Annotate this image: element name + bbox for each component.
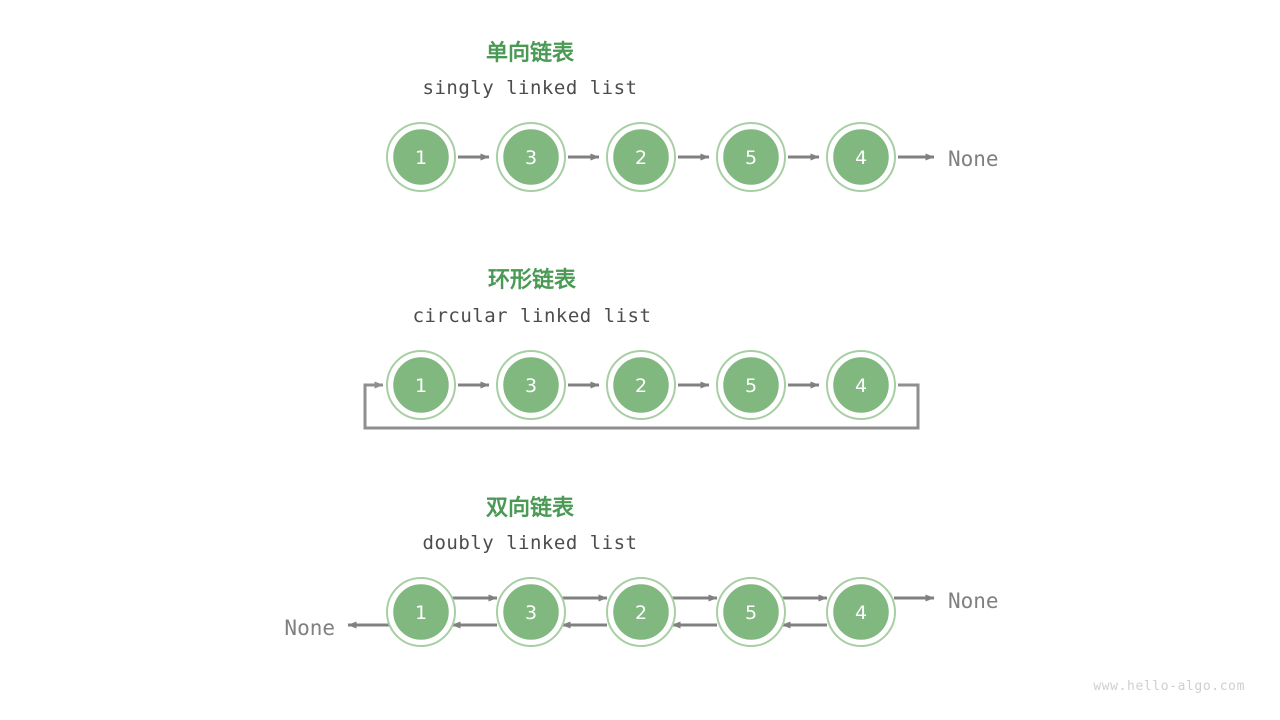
node-doubly-1[interactable]: 3 bbox=[496, 577, 566, 647]
section-title-cn-singly: 单向链表 bbox=[486, 40, 575, 66]
node-value: 5 bbox=[745, 147, 757, 169]
node-circular-2[interactable]: 2 bbox=[606, 350, 676, 420]
section-title-cn-doubly: 双向链表 bbox=[486, 495, 575, 521]
node-doubly-0[interactable]: 1 bbox=[386, 577, 456, 647]
node-value: 4 bbox=[855, 147, 867, 169]
watermark: www.hello-algo.com bbox=[1093, 679, 1245, 694]
section-title-cn-circular: 环形链表 bbox=[488, 267, 577, 293]
node-value: 1 bbox=[415, 375, 427, 397]
circular-loopback-path bbox=[363, 381, 920, 430]
node-singly-1[interactable]: 3 bbox=[496, 122, 566, 192]
section-title-en-singly: singly linked list bbox=[423, 77, 638, 99]
section-circular: 环形链表 circular linked list 1 3 bbox=[363, 267, 920, 430]
node-circular-0[interactable]: 1 bbox=[386, 350, 456, 420]
null-label-tail-doubly: None bbox=[948, 589, 999, 613]
node-circular-3[interactable]: 5 bbox=[716, 350, 786, 420]
node-doubly-2[interactable]: 2 bbox=[606, 577, 676, 647]
node-value: 3 bbox=[525, 147, 537, 169]
node-value: 5 bbox=[745, 375, 757, 397]
node-singly-4[interactable]: 4 bbox=[826, 122, 896, 192]
node-value: 3 bbox=[525, 602, 537, 624]
null-label-head-doubly: None bbox=[284, 616, 335, 640]
node-value: 4 bbox=[855, 602, 867, 624]
node-value: 1 bbox=[415, 602, 427, 624]
node-singly-0[interactable]: 1 bbox=[386, 122, 456, 192]
node-singly-2[interactable]: 2 bbox=[606, 122, 676, 192]
null-label-tail-singly: None bbox=[948, 147, 999, 171]
node-value: 4 bbox=[855, 375, 867, 397]
node-circular-4[interactable]: 4 bbox=[826, 350, 896, 420]
section-title-en-doubly: doubly linked list bbox=[423, 532, 638, 554]
node-value: 2 bbox=[635, 375, 647, 397]
node-value: 5 bbox=[745, 602, 757, 624]
node-circular-1[interactable]: 3 bbox=[496, 350, 566, 420]
section-doubly: 双向链表 doubly linked list 1 bbox=[284, 495, 999, 647]
section-singly: 单向链表 singly linked list 1 3 bbox=[386, 40, 999, 192]
node-value: 1 bbox=[415, 147, 427, 169]
node-doubly-4[interactable]: 4 bbox=[826, 577, 896, 647]
node-value: 2 bbox=[635, 602, 647, 624]
node-value: 2 bbox=[635, 147, 647, 169]
section-title-en-circular: circular linked list bbox=[413, 305, 652, 327]
node-singly-3[interactable]: 5 bbox=[716, 122, 786, 192]
node-value: 3 bbox=[525, 375, 537, 397]
node-doubly-3[interactable]: 5 bbox=[716, 577, 786, 647]
